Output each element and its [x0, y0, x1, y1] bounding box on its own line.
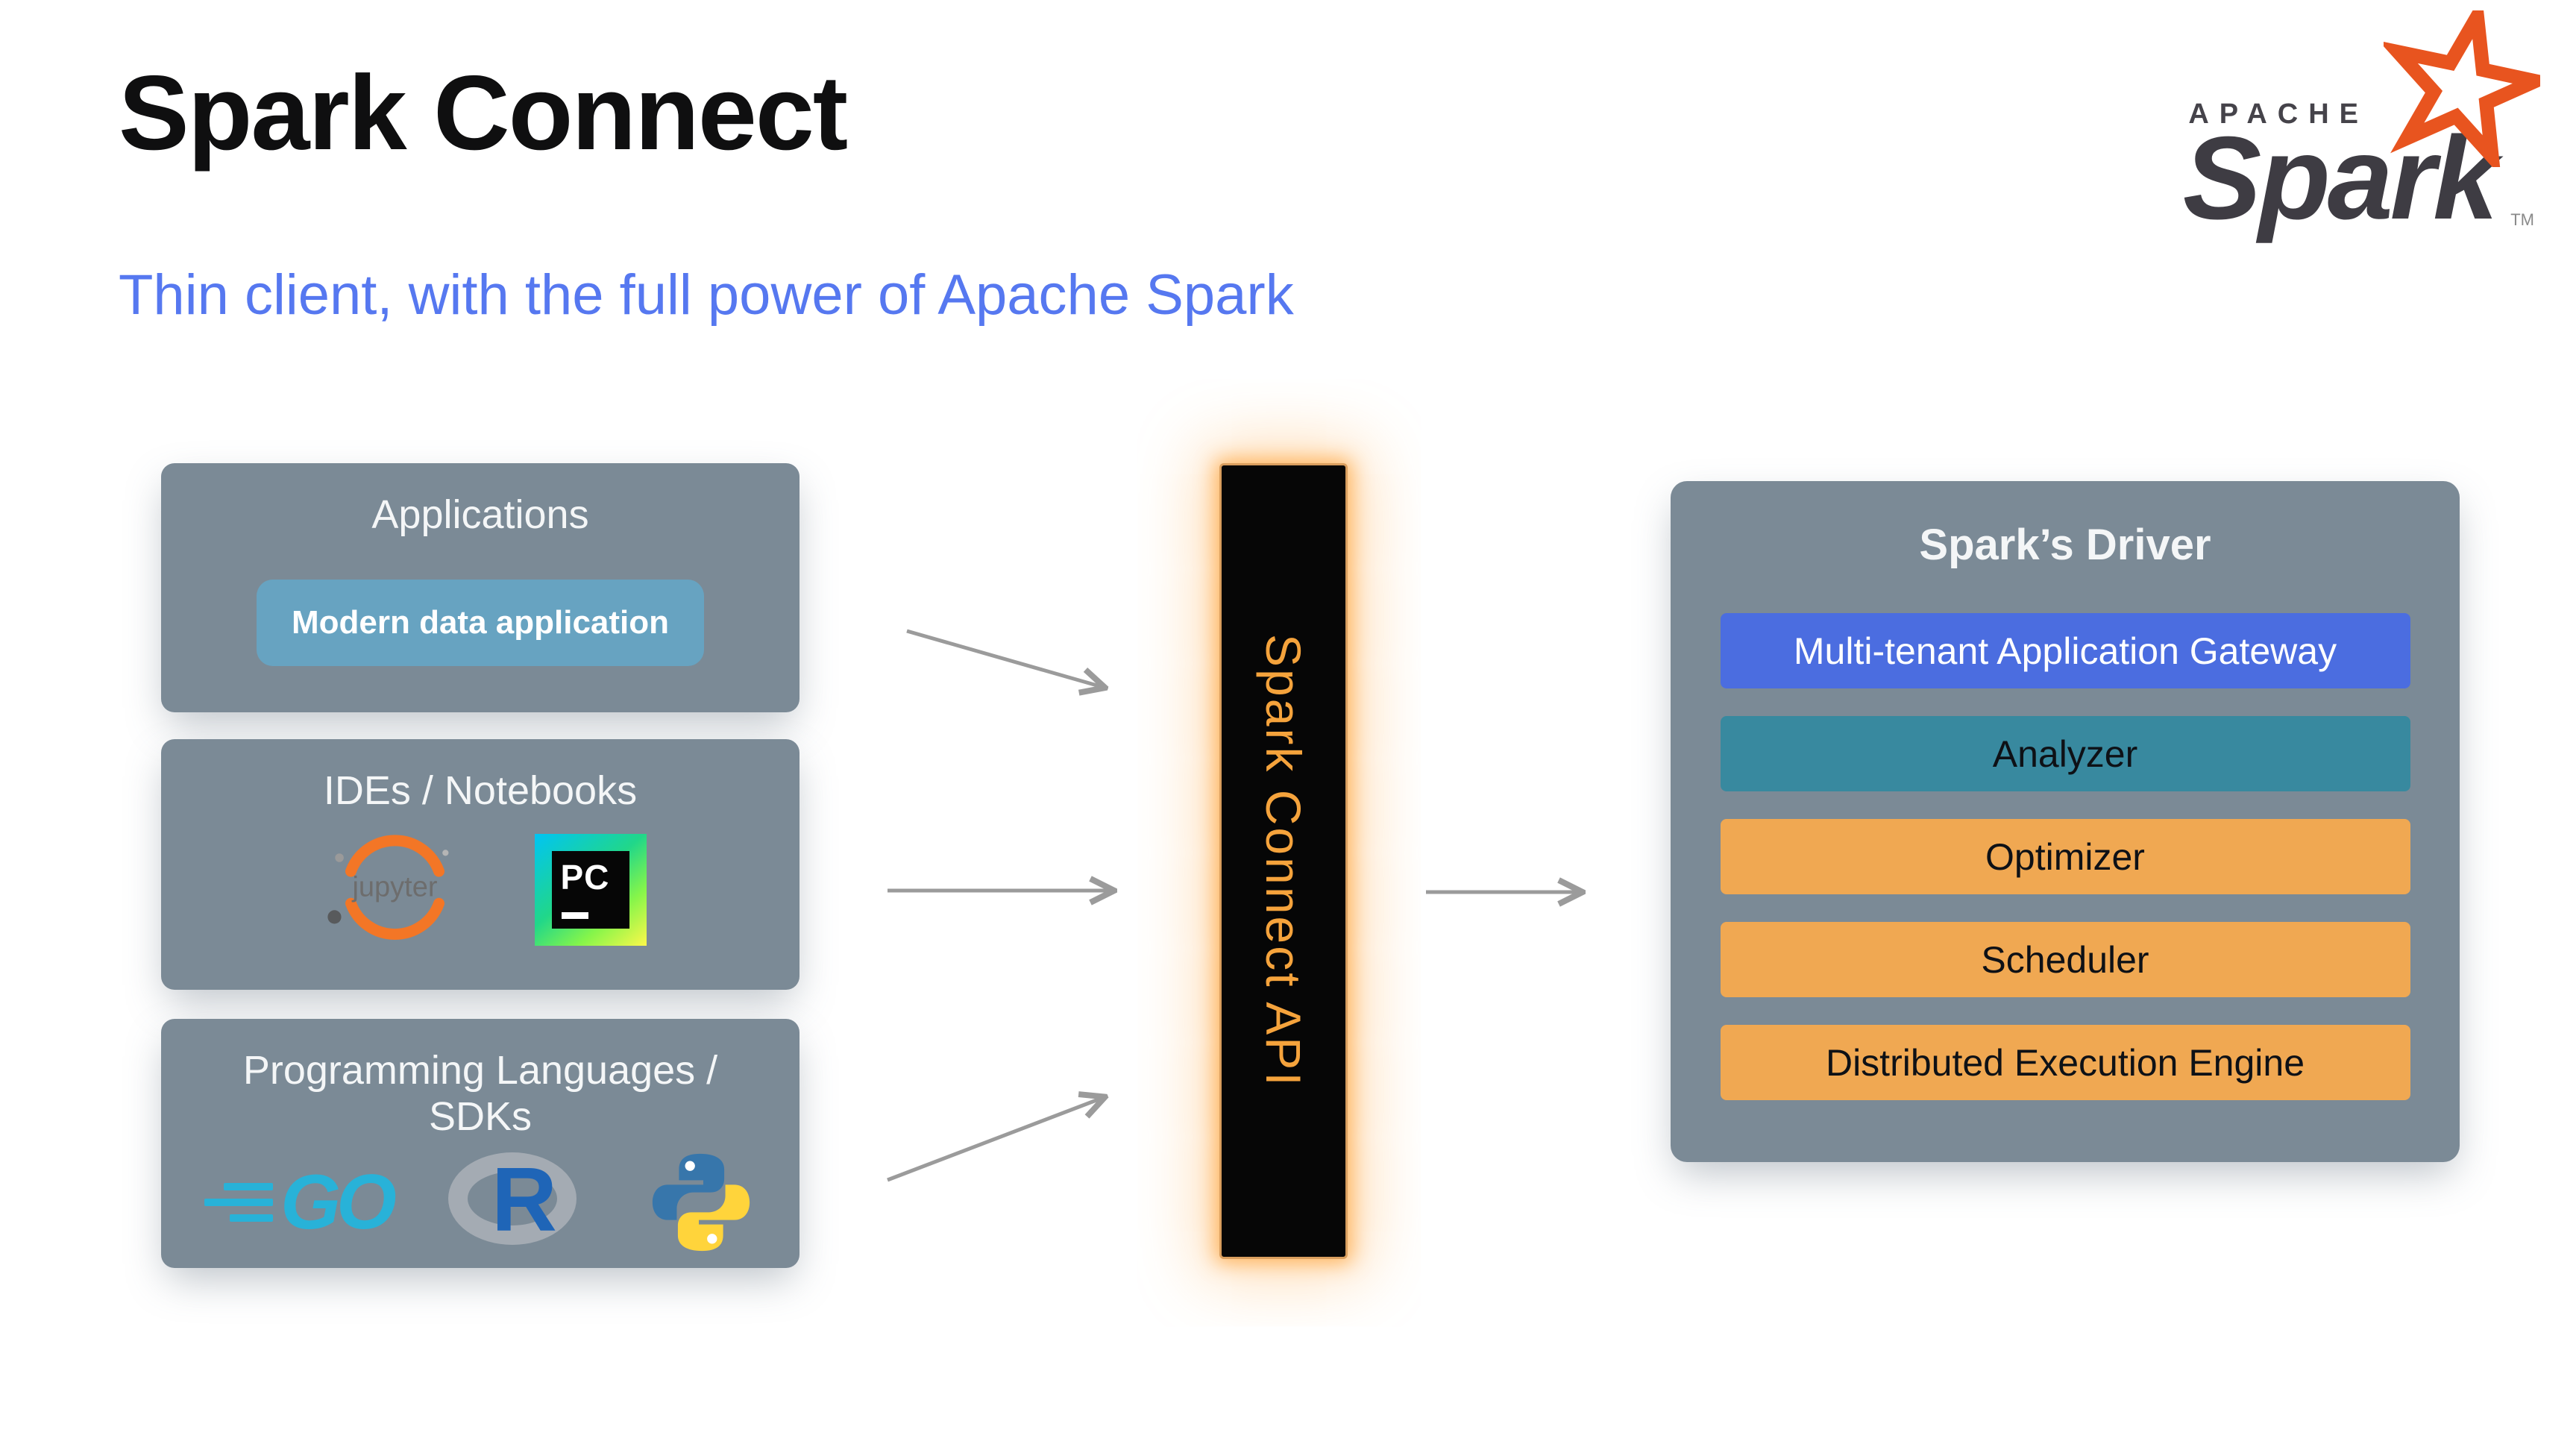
pycharm-label: PC: [560, 858, 610, 897]
go-speedlines: [204, 1183, 274, 1222]
driver-component-execution-engine: Distributed Execution Engine: [1720, 1025, 2410, 1100]
ides-icon-row: jupyter PC: [161, 826, 799, 954]
r-label: R: [491, 1149, 557, 1250]
driver-component-analyzer: Analyzer: [1720, 716, 2410, 791]
spark-driver-title: Spark’s Driver: [1919, 521, 2211, 569]
driver-component-gateway: Multi-tenant Application Gateway: [1720, 613, 2410, 688]
spark-star-icon: [2384, 10, 2540, 167]
spark-driver-panel: Spark’s Driver Multi-tenant Application …: [1671, 481, 2460, 1162]
spark-connect-api-bar: Spark Connect API: [1219, 463, 1348, 1259]
applications-panel: Applications Modern data application: [161, 463, 799, 712]
pycharm-underscore: [561, 912, 588, 919]
languages-icon-row: GO R: [161, 1147, 799, 1258]
trademark: TM: [2510, 210, 2534, 229]
jupyter-icon: jupyter: [327, 835, 448, 940]
spark-connect-api-label: Spark Connect API: [1256, 634, 1311, 1088]
apache-spark-logo: APACHE Spark TM: [2093, 10, 2540, 244]
go-label: GO: [280, 1158, 397, 1246]
python-icon: [652, 1153, 750, 1252]
r-icon: R: [447, 1149, 590, 1255]
languages-title: Programming Languages / SDKs: [242, 1048, 718, 1139]
ides-title: IDEs / Notebooks: [323, 768, 638, 813]
subtitle: Thin client, with the full power of Apac…: [119, 263, 1294, 327]
jupyter-label: jupyter: [351, 871, 437, 903]
flow-arrow-languages: [887, 1098, 1102, 1182]
modern-data-application-chip: Modern data application: [257, 580, 704, 666]
languages-panel: Programming Languages / SDKs GO R: [161, 1019, 799, 1268]
driver-component-scheduler: Scheduler: [1720, 922, 2410, 997]
apache-wordmark: APACHE: [2188, 98, 2369, 130]
go-icon: GO: [204, 1158, 397, 1247]
driver-components: Multi-tenant Application Gateway Analyze…: [1720, 613, 2410, 1100]
ides-panel: IDEs / Notebooks jupyter PC: [161, 739, 799, 990]
flow-arrow-applications: [906, 629, 1102, 687]
spark-wordmark: Spark: [2182, 113, 2498, 244]
page-title: Spark Connect: [119, 54, 848, 172]
applications-title: Applications: [371, 492, 589, 537]
pycharm-icon: PC: [534, 834, 647, 946]
driver-component-optimizer: Optimizer: [1720, 819, 2410, 894]
